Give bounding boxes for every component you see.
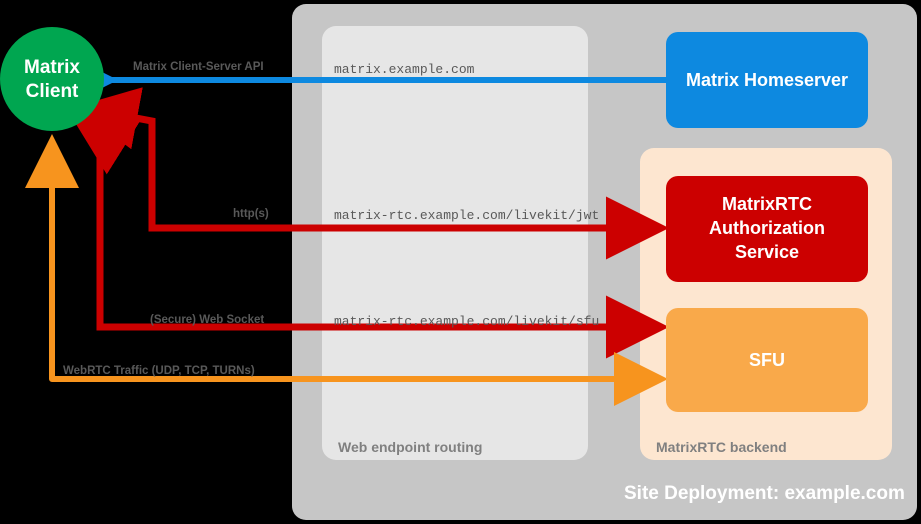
endpoint-label-matrix-example-com: matrix.example.com [334, 62, 475, 77]
edge-label-matrix-client-server-api: Matrix Client-Server API [133, 61, 264, 73]
node-matrix-homeserver[interactable] [666, 32, 868, 128]
node-sfu[interactable] [666, 308, 868, 412]
caption-matrixrtc-backend: MatrixRTC backend [656, 439, 787, 455]
endpoint-label-livekit-jwt: matrix-rtc.example.com/livekit/jwt [334, 208, 600, 223]
edge-webrtc-traffic [25, 134, 668, 406]
caption-site-deployment: Site Deployment: example.com [624, 483, 905, 504]
endpoint-label-livekit-sfu: matrix-rtc.example.com/livekit/sfu [334, 314, 600, 329]
node-matrixrtc-authorization-service[interactable] [666, 176, 868, 282]
container-web-endpoint-routing [322, 26, 588, 460]
caption-web-endpoint-routing: Web endpoint routing [338, 439, 483, 455]
edge-label-http-s: http(s) [233, 208, 269, 220]
edge-label-secure-web-socket: (Secure) Web Socket [150, 314, 265, 326]
node-matrix-client[interactable] [0, 27, 104, 131]
edge-label-webrtc-traffic: WebRTC Traffic (UDP, TCP, TURNs) [63, 365, 255, 377]
